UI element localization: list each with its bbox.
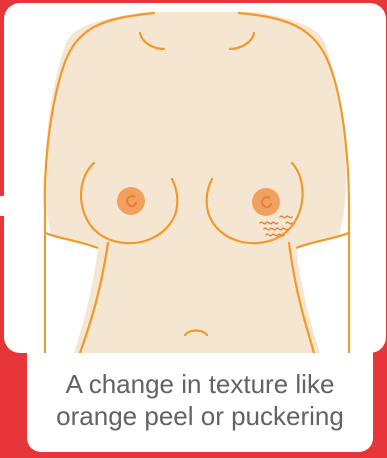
right-areola [252, 188, 280, 216]
illustration-card [4, 3, 386, 353]
left-areola [117, 187, 145, 215]
symptom-caption: A change in texture like orange peel or … [27, 368, 373, 432]
torso-texture-change-icon [4, 3, 386, 353]
caption-line-1: A change in texture like [27, 368, 373, 400]
caption-line-2: orange peel or puckering [27, 400, 373, 432]
